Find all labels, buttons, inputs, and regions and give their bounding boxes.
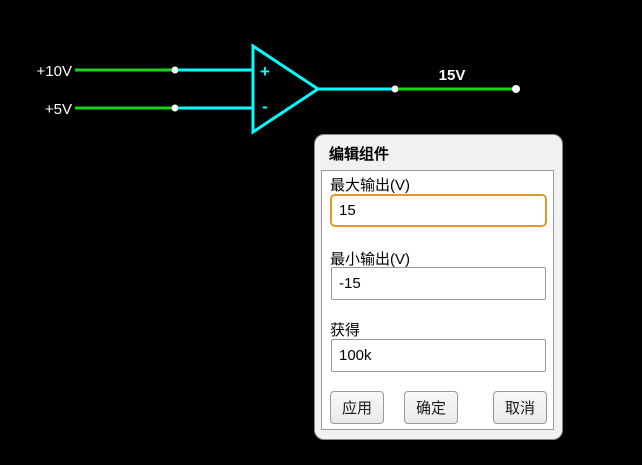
- label-output-voltage: 15V: [439, 67, 466, 84]
- dialog-content-panel: 最大输出(V) 最小输出(V) 获得 应用 确定 取消: [321, 170, 554, 430]
- max-output-label: 最大输出(V): [330, 177, 410, 194]
- dialog-title[interactable]: 编辑组件: [329, 146, 390, 163]
- dialog-button-row: 应用 确定 取消: [330, 391, 547, 424]
- node-input-bottom[interactable]: [171, 104, 179, 112]
- opamp-minus-sign: -: [262, 97, 268, 116]
- node-output[interactable]: [391, 85, 399, 93]
- min-output-input[interactable]: [331, 267, 546, 300]
- label-node-plus5v[interactable]: +5V: [45, 101, 72, 118]
- apply-button[interactable]: 应用: [330, 391, 385, 424]
- opamp-plus-sign: +: [260, 62, 270, 81]
- node-output-end[interactable]: [512, 85, 520, 93]
- max-output-input[interactable]: [330, 194, 547, 227]
- edit-component-dialog: 编辑组件 最大输出(V) 最小输出(V) 获得 应用 确定 取消: [314, 134, 563, 440]
- gain-label: 获得: [330, 322, 361, 339]
- cancel-button[interactable]: 取消: [492, 391, 547, 424]
- gain-input[interactable]: [331, 339, 546, 372]
- opamp-body[interactable]: [251, 43, 321, 135]
- min-output-label: 最小输出(V): [330, 251, 410, 268]
- label-node-plus10v[interactable]: +10V: [37, 63, 72, 80]
- ok-button[interactable]: 确定: [404, 391, 459, 424]
- node-input-top[interactable]: [171, 66, 179, 74]
